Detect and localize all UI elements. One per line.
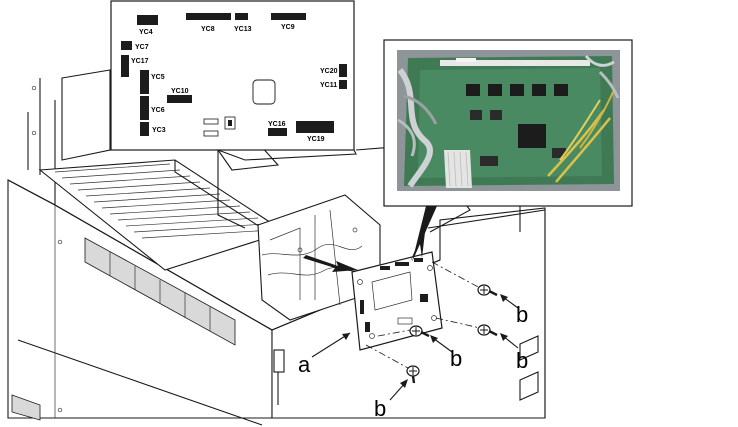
connector-yc6 — [140, 96, 149, 120]
connector-yc17 — [121, 55, 129, 77]
label-yc10: YC10 — [171, 88, 189, 95]
connector-yc9 — [271, 13, 306, 20]
callout-b-right-lower: b — [516, 348, 528, 373]
label-yc9: YC9 — [281, 24, 295, 31]
label-yc17: YC17 — [131, 58, 149, 65]
connector-yc3 — [140, 122, 149, 136]
label-yc3: YC3 — [152, 127, 166, 134]
connector-yc10 — [167, 95, 192, 103]
connector-layout-inset: YC4 YC8 YC13 YC9 YC7 YC17 YC5 YC10 YC6 Y… — [110, 0, 357, 161]
connector-yc19 — [296, 121, 334, 133]
cpu-outline — [252, 79, 276, 105]
label-yc16: YC16 — [268, 121, 286, 128]
label-yc4: YC4 — [139, 29, 153, 36]
connector-yc11 — [339, 80, 347, 89]
connector-yc13 — [235, 13, 248, 20]
main-chip — [518, 124, 546, 148]
label-yc11: YC11 — [320, 82, 337, 89]
screw-guide-lines — [365, 261, 481, 369]
callout-leaders — [311, 294, 519, 401]
pwb-board — [351, 251, 443, 351]
connector-yc20 — [339, 64, 347, 77]
front-handle — [273, 349, 285, 373]
screw-icon — [477, 284, 498, 297]
vent-grille — [84, 237, 236, 346]
callout-a: a — [298, 352, 311, 377]
label-yc20: YC20 — [320, 68, 338, 75]
removal-arrow-icon — [303, 255, 358, 272]
callout-b-right-upper: b — [516, 302, 528, 327]
inset-pointer — [410, 206, 437, 262]
connector-yc5 — [140, 70, 149, 94]
screw-icon — [406, 365, 420, 384]
callout-b-bottom: b — [374, 396, 386, 421]
screw-icon — [409, 325, 430, 338]
connector-yc7 — [121, 41, 132, 50]
label-yc19: YC19 — [307, 136, 325, 143]
connector-yc4 — [137, 15, 158, 25]
label-yc5: YC5 — [151, 74, 165, 81]
board-photo-inset — [383, 39, 633, 207]
label-yc13: YC13 — [234, 26, 252, 33]
connector-yc8 — [186, 13, 231, 20]
label-yc7: YC7 — [135, 44, 149, 51]
connector-yc16 — [268, 128, 287, 136]
label-yc8: YC8 — [201, 26, 215, 33]
screw-icon — [477, 324, 498, 337]
label-yc6: YC6 — [151, 107, 165, 114]
callout-b-middle: b — [450, 346, 462, 371]
